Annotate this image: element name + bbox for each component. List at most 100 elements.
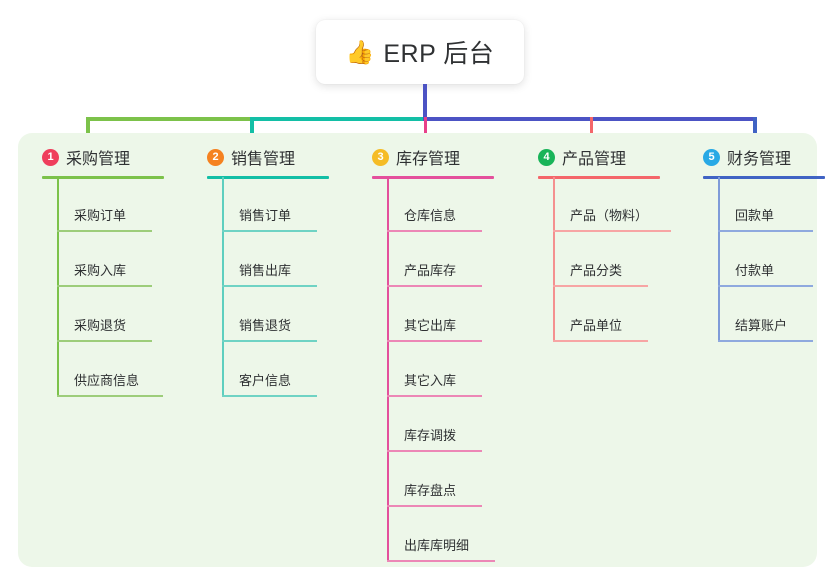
list-item-label: 付款单 [735,263,775,278]
list-item-rule [57,340,152,342]
branch-underline-2 [207,176,329,179]
list-item-rule [387,505,482,507]
branch-badge-3: 3 [372,148,389,166]
branch-column-2: 2 销售管理 销售订单 销售出库 销售退货 客户信息 [187,146,329,397]
branch-spine-3 [387,177,389,562]
branch-spine-1 [57,177,59,397]
list-item-label: 库存调拨 [404,428,457,443]
list-item-rule [553,285,648,287]
thumbs-up-icon: 👍 [345,38,375,65]
list-item-label: 供应商信息 [74,373,140,388]
branch-underline-5 [703,176,825,179]
list-item-rule [387,450,482,452]
list-item-label: 采购退货 [74,318,127,333]
list-item-rule [222,230,317,232]
branch-badge-1: 1 [42,148,59,166]
list-item-rule [553,230,671,232]
branch-badge-5: 5 [703,148,720,166]
branch-title-2: 销售管理 [231,151,296,168]
list-item[interactable]: 出库库明细 [387,507,517,562]
list-item-rule [718,230,813,232]
list-item-label: 销售退货 [239,318,292,333]
list-item[interactable]: 客户信息 [222,342,352,397]
list-item-label: 产品（物料） [570,208,649,223]
list-item-label: 采购订单 [74,208,127,223]
list-item-label: 其它入库 [404,373,457,388]
branch-header-2[interactable]: 2 销售管理 [187,146,295,168]
list-item[interactable]: 库存调拨 [387,397,517,452]
list-item[interactable]: 销售订单 [222,177,352,232]
branch-badge-2: 2 [207,148,224,166]
branch-column-1: 1 采购管理 采购订单 采购入库 采购退货 供应商信息 [22,146,164,397]
branch-title-1: 采购管理 [66,151,131,168]
list-item[interactable]: 付款单 [718,232,839,287]
list-item-rule [222,340,317,342]
list-item-rule [718,285,813,287]
list-item[interactable]: 结算账户 [718,287,839,342]
list-item[interactable]: 采购退货 [57,287,187,342]
list-item[interactable]: 产品（物料） [553,177,683,232]
branch-column-4: 4 产品管理 产品（物料） 产品分类 产品单位 [518,146,671,342]
branch-title-4: 产品管理 [562,151,627,168]
list-item-label: 回款单 [735,208,775,223]
branch-items-4: 产品（物料） 产品分类 产品单位 [553,177,683,342]
list-item[interactable]: 产品库存 [387,232,517,287]
list-item-label: 结算账户 [735,318,788,333]
root-connector-vertical [423,84,427,119]
list-item[interactable]: 采购入库 [57,232,187,287]
list-item[interactable]: 回款单 [718,177,839,232]
branch-items-3: 仓库信息 产品库存 其它出库 其它入库 库存调拨 库存盘点 [387,177,517,562]
list-item[interactable]: 供应商信息 [57,342,187,397]
list-item-rule [553,340,648,342]
list-item[interactable]: 产品分类 [553,232,683,287]
list-item-label: 产品库存 [404,263,457,278]
list-item[interactable]: 库存盘点 [387,452,517,507]
list-item-label: 销售出库 [239,263,292,278]
list-item-label: 仓库信息 [404,208,457,223]
list-item-rule [222,285,317,287]
list-item[interactable]: 采购订单 [57,177,187,232]
list-item-label: 出库库明细 [404,538,470,553]
content-panel [18,133,817,567]
root-node-title: ERP 后台 [383,40,495,68]
list-item-rule [387,230,482,232]
list-item-label: 库存盘点 [404,483,457,498]
list-item-rule [387,340,482,342]
branch-title-5: 财务管理 [727,151,792,168]
branch-header-5[interactable]: 5 财务管理 [683,146,791,168]
list-item-rule [387,285,482,287]
list-item-rule [57,395,163,397]
branch-items-5: 回款单 付款单 结算账户 [718,177,839,342]
branch-title-3: 库存管理 [396,151,461,168]
branch-underline-1 [42,176,164,179]
branch-spine-4 [553,177,555,342]
branch-header-3[interactable]: 3 库存管理 [352,146,460,168]
branch-items-2: 销售订单 销售出库 销售退货 客户信息 [222,177,352,397]
list-item[interactable]: 销售退货 [222,287,352,342]
branch-column-3: 3 库存管理 仓库信息 产品库存 其它出库 其它入库 库存调拨 [352,146,495,562]
list-item-label: 采购入库 [74,263,127,278]
list-item[interactable]: 仓库信息 [387,177,517,232]
branch-header-1[interactable]: 1 采购管理 [22,146,130,168]
root-node[interactable]: 👍 ERP 后台 [316,20,524,84]
list-item-rule [57,285,152,287]
list-item-rule [222,395,317,397]
list-item[interactable]: 销售出库 [222,232,352,287]
list-item-rule [387,560,495,562]
list-item-label: 产品分类 [570,263,623,278]
list-item[interactable]: 其它入库 [387,342,517,397]
list-item-label: 其它出库 [404,318,457,333]
branch-items-1: 采购订单 采购入库 采购退货 供应商信息 [57,177,187,397]
bus-segment-teal [250,117,427,121]
branch-header-4[interactable]: 4 产品管理 [518,146,626,168]
list-item-label: 产品单位 [570,318,623,333]
branch-spine-5 [718,177,720,342]
list-item[interactable]: 产品单位 [553,287,683,342]
bus-segment-green [86,117,306,121]
list-item-rule [718,340,813,342]
branch-spine-2 [222,177,224,397]
list-item[interactable]: 其它出库 [387,287,517,342]
list-item-label: 销售订单 [239,208,292,223]
list-item-label: 客户信息 [239,373,292,388]
branch-underline-4 [538,176,660,179]
